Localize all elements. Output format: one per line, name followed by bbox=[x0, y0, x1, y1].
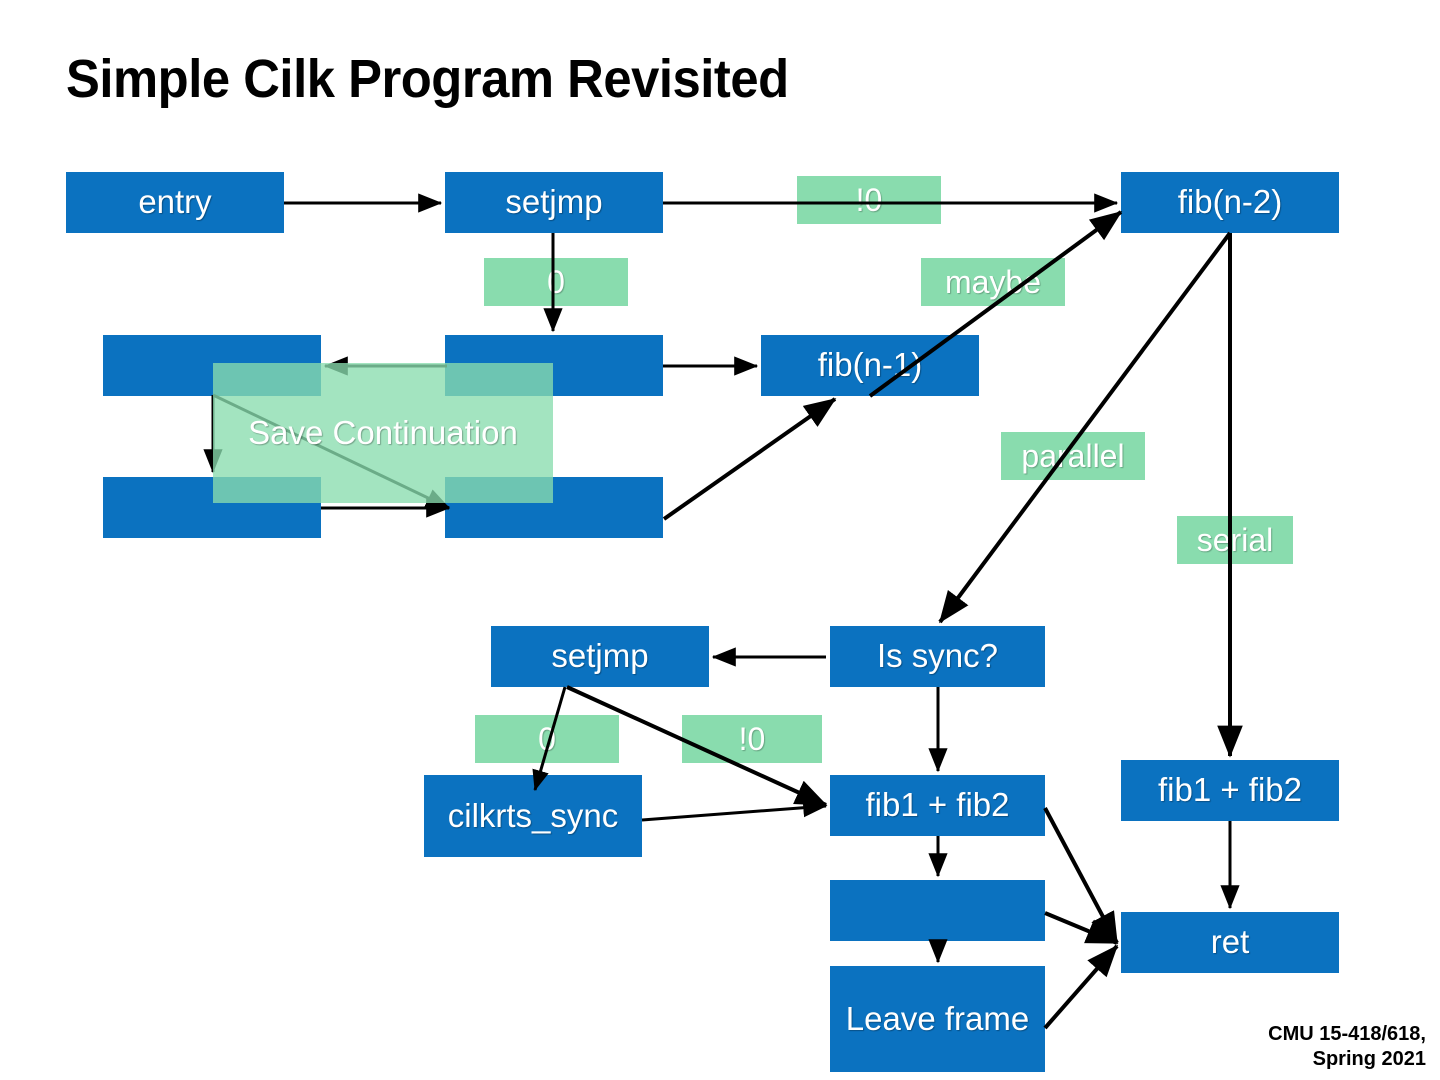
node-cilkrts-sync[interactable]: cilkrts_sync bbox=[424, 775, 642, 857]
node-block-sync-bottom[interactable] bbox=[830, 880, 1045, 941]
node-is-sync[interactable]: Is sync? bbox=[830, 626, 1045, 687]
label-zero-bottom: 0 bbox=[475, 715, 619, 763]
node-leave-frame[interactable]: Leave frame bbox=[830, 966, 1045, 1072]
label-maybe: maybe bbox=[921, 258, 1065, 306]
label-parallel: parallel bbox=[1001, 432, 1145, 480]
label-serial: serial bbox=[1177, 516, 1293, 564]
edge-cilkrtssync-to-fibsum bbox=[641, 798, 828, 822]
edge-fibsum-to-ret bbox=[1043, 807, 1119, 945]
node-fib-n-2[interactable]: fib(n-2) bbox=[1121, 172, 1339, 233]
footer-line-2: Spring 2021 bbox=[1312, 1048, 1426, 1070]
page-title: Simple Cilk Program Revisited bbox=[66, 49, 789, 109]
footer-line-1: CMU 15-418/618, bbox=[1268, 1023, 1426, 1045]
node-fib-n-1[interactable]: fib(n-1) bbox=[761, 335, 979, 396]
node-setjmp-top[interactable]: setjmp bbox=[445, 172, 663, 233]
edge-midbot-to-fibn1-diagonal bbox=[662, 397, 837, 521]
label-not-zero-bottom: !0 bbox=[682, 715, 822, 763]
label-zero-top: 0 bbox=[484, 258, 628, 306]
edge-blankblock-to-ret bbox=[1044, 911, 1119, 945]
edge-leaveframe-to-ret bbox=[1043, 944, 1119, 1030]
node-fib-sum-mid[interactable]: fib1 + fib2 bbox=[830, 775, 1045, 836]
node-entry[interactable]: entry bbox=[66, 172, 284, 233]
overlay-save-continuation: Save Continuation bbox=[213, 363, 553, 503]
label-not-zero-top: !0 bbox=[797, 176, 941, 224]
footer-attribution: CMU 15-418/618, Spring 2021 bbox=[1268, 1022, 1426, 1072]
node-fib-sum-right[interactable]: fib1 + fib2 bbox=[1121, 760, 1339, 821]
node-setjmp-bottom[interactable]: setjmp bbox=[491, 626, 709, 687]
node-ret[interactable]: ret bbox=[1121, 912, 1339, 973]
